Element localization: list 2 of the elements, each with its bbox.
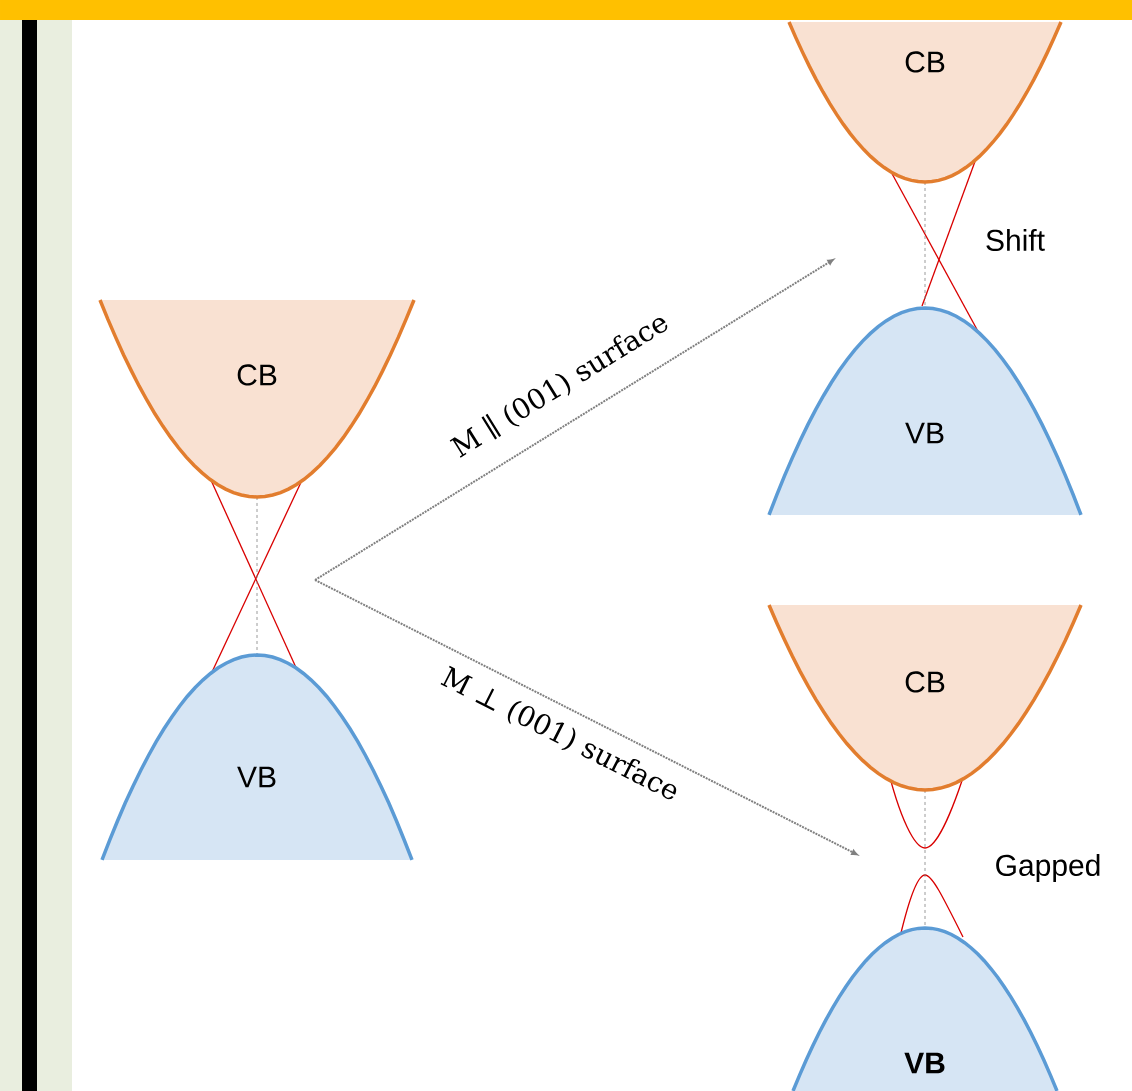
state-label: Shift <box>986 228 1045 251</box>
state-label: Gapped <box>996 854 1100 882</box>
